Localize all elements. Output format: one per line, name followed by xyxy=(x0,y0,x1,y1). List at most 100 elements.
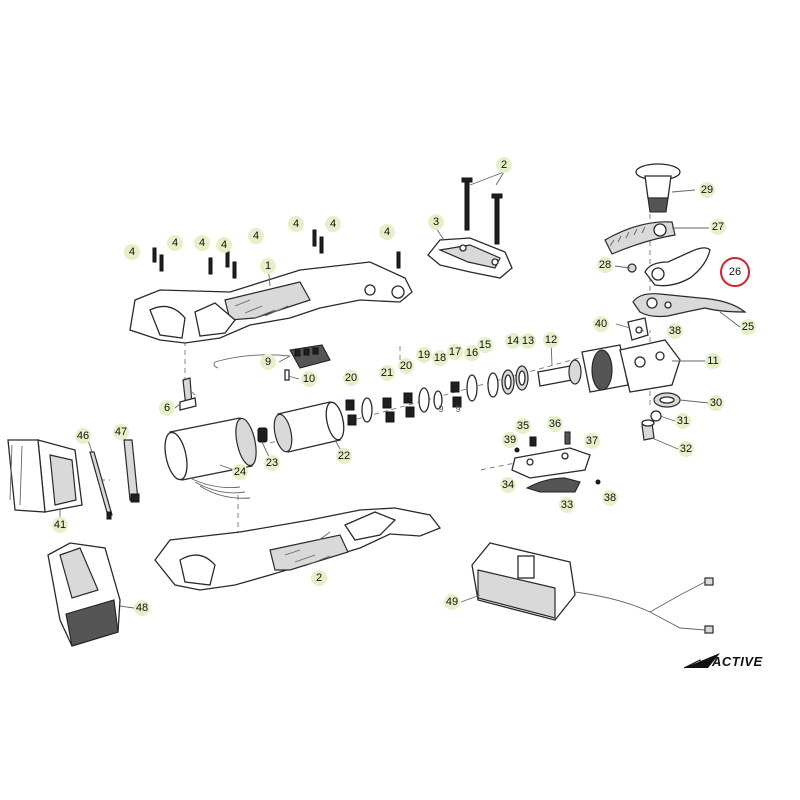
callout-label: 4 xyxy=(384,226,390,238)
callout-bubble xyxy=(113,424,129,440)
callout-17: 17 xyxy=(447,344,463,360)
callout-bubble xyxy=(260,258,276,274)
callout-label: 20 xyxy=(345,372,357,384)
callout-18: 18 xyxy=(432,350,448,366)
callout-4: 4 xyxy=(216,237,232,253)
callout-label: 18 xyxy=(434,352,446,364)
callout-bubble xyxy=(520,333,536,349)
callout-label: 20 xyxy=(400,360,412,372)
part-trigger xyxy=(179,377,197,411)
callout-28: 28 xyxy=(597,257,613,273)
screws xyxy=(152,177,503,279)
callout-bubble xyxy=(678,441,694,457)
callout-bubble xyxy=(379,365,395,381)
callout-bubble xyxy=(502,432,518,448)
callout-label: 4 xyxy=(293,218,299,230)
callout-15: 15 xyxy=(477,337,493,353)
callout-bubble xyxy=(705,353,721,369)
callout-label: 24 xyxy=(234,466,246,478)
callout-label: 30 xyxy=(710,397,722,409)
callout-13: 13 xyxy=(520,333,536,349)
callout-label: 2 xyxy=(501,159,507,171)
callout-label: 17 xyxy=(449,346,461,358)
callout-label: 38 xyxy=(669,325,681,337)
callout-bubble xyxy=(667,323,683,339)
callout-bubble xyxy=(597,257,613,273)
part-lock-mechanism xyxy=(511,431,601,493)
callout-bubble xyxy=(708,395,724,411)
part-battery-holder xyxy=(7,439,83,513)
callout-label: 23 xyxy=(266,457,278,469)
callout-label: 32 xyxy=(680,443,692,455)
callout-20: 20 xyxy=(343,370,359,386)
part-battery xyxy=(47,542,121,647)
callout-bubble xyxy=(301,371,317,387)
callout-label: 4 xyxy=(221,239,227,251)
callout-label: 35 xyxy=(517,420,529,432)
callout-label: 29 xyxy=(701,184,713,196)
callout-label: 41 xyxy=(54,519,66,531)
callout-label: 14 xyxy=(507,335,519,347)
callout-23: 23 xyxy=(264,455,280,471)
callout-29: 29 xyxy=(699,182,715,198)
callout-bubble xyxy=(288,216,304,232)
callout-38: 38 xyxy=(602,490,618,506)
callout-33: 33 xyxy=(559,497,575,513)
callout-bubble xyxy=(543,332,559,348)
callout-label: 3 xyxy=(433,216,439,228)
callout-4: 4 xyxy=(194,235,210,251)
callout-bubble xyxy=(260,354,276,370)
callout-label: 12 xyxy=(545,334,557,346)
callout-bubble xyxy=(447,344,463,360)
callout-1: 1 xyxy=(260,258,276,274)
callout-bubble xyxy=(343,370,359,386)
callout-26: 26 xyxy=(729,266,741,278)
callout-bubble xyxy=(167,235,183,251)
callout-4: 4 xyxy=(325,216,341,232)
callout-label: 46 xyxy=(77,430,89,442)
callout-label: 6 xyxy=(164,402,170,414)
callout-27: 27 xyxy=(710,219,726,235)
callout-38: 38 xyxy=(667,323,683,339)
callout-label: 16 xyxy=(466,347,478,359)
callout-11: 11 xyxy=(705,353,721,369)
callout-label: 28 xyxy=(599,259,611,271)
part-motor xyxy=(164,417,257,499)
part-latch-top xyxy=(627,317,649,341)
callout-19: 19 xyxy=(416,347,432,363)
callout-bubble xyxy=(159,400,175,416)
gear-mark: 9 xyxy=(455,404,460,414)
part-top-cover xyxy=(427,237,513,279)
part-toothed-sector xyxy=(604,221,676,255)
part-gearbox-sleeve xyxy=(273,401,345,453)
callout-47: 47 xyxy=(113,424,129,440)
callout-bubble xyxy=(416,347,432,363)
callout-14: 14 xyxy=(505,333,521,349)
part-charger xyxy=(471,542,714,634)
callout-46: 46 xyxy=(75,428,91,444)
callout-label: 11 xyxy=(707,355,718,367)
part-control-board xyxy=(213,344,331,381)
callout-32: 32 xyxy=(678,441,694,457)
callout-4: 4 xyxy=(248,228,264,244)
callout-bubble xyxy=(398,358,414,374)
part-motor-pinion xyxy=(257,427,268,443)
callout-label: 34 xyxy=(502,479,514,491)
callout-bubble xyxy=(515,418,531,434)
callout-4: 4 xyxy=(124,244,140,260)
callout-bubble xyxy=(325,216,341,232)
callout-5: 2 xyxy=(496,157,512,173)
brand-text: ACTIVE xyxy=(711,654,763,669)
callout-bubble xyxy=(52,517,68,533)
callout-label: 15 xyxy=(479,339,491,351)
callout-31: 31 xyxy=(675,413,691,429)
callout-label: 22 xyxy=(338,450,350,462)
callout-48: 48 xyxy=(134,600,150,616)
callout-label: 13 xyxy=(522,335,534,347)
callout-label: 39 xyxy=(504,434,516,446)
callout-bubble xyxy=(428,214,444,230)
callout-4: 4 xyxy=(167,235,183,251)
callout-4: 4 xyxy=(288,216,304,232)
callout-bubble xyxy=(559,497,575,513)
part-cables xyxy=(89,439,140,520)
